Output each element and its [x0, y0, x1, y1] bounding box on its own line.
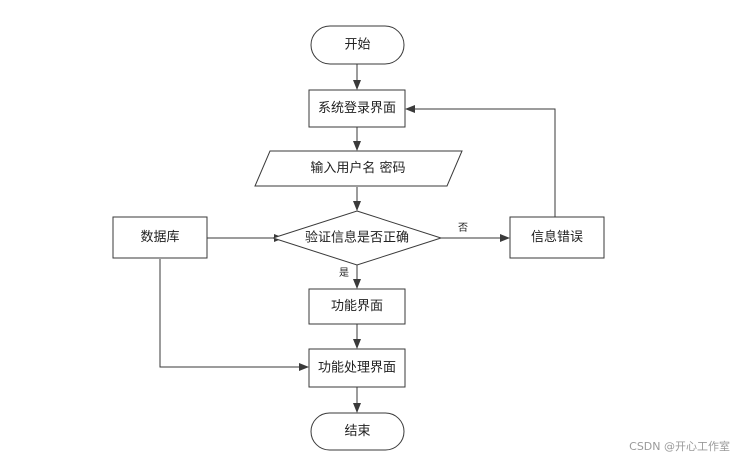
start-label: 开始: [344, 38, 370, 53]
verify-decision-node: 验证信息是否正确: [271, 210, 443, 266]
function-process-node: 功能处理界面: [308, 348, 406, 388]
edge-db-to-process: [159, 259, 309, 371]
end-terminator: 结束: [310, 412, 405, 451]
error-label: 信息错误: [531, 229, 583, 245]
error-node: 信息错误: [509, 216, 605, 259]
edge-error-to-login: [405, 105, 556, 217]
csdn-watermark: CSDN @开心工作室: [629, 440, 730, 453]
verify-decision-label: 验证信息是否正确: [305, 230, 409, 246]
database-label: 数据库: [140, 229, 179, 245]
end-label: 结束: [344, 424, 370, 439]
function-screen-node: 功能界面: [308, 288, 406, 325]
database-node: 数据库: [112, 216, 208, 259]
input-credentials-label: 输入用户名 密码: [310, 160, 405, 176]
function-process-label: 功能处理界面: [318, 361, 396, 376]
input-credentials-node: 输入用户名 密码: [254, 150, 463, 187]
start-terminator: 开始: [310, 25, 405, 65]
login-screen-label: 系统登录界面: [318, 101, 396, 116]
edges: [159, 64, 556, 413]
edge-label-no: 否: [458, 222, 468, 234]
function-screen-label: 功能界面: [331, 299, 383, 314]
login-screen-node: 系统登录界面: [308, 89, 406, 128]
edge-label-yes: 是: [339, 267, 349, 279]
